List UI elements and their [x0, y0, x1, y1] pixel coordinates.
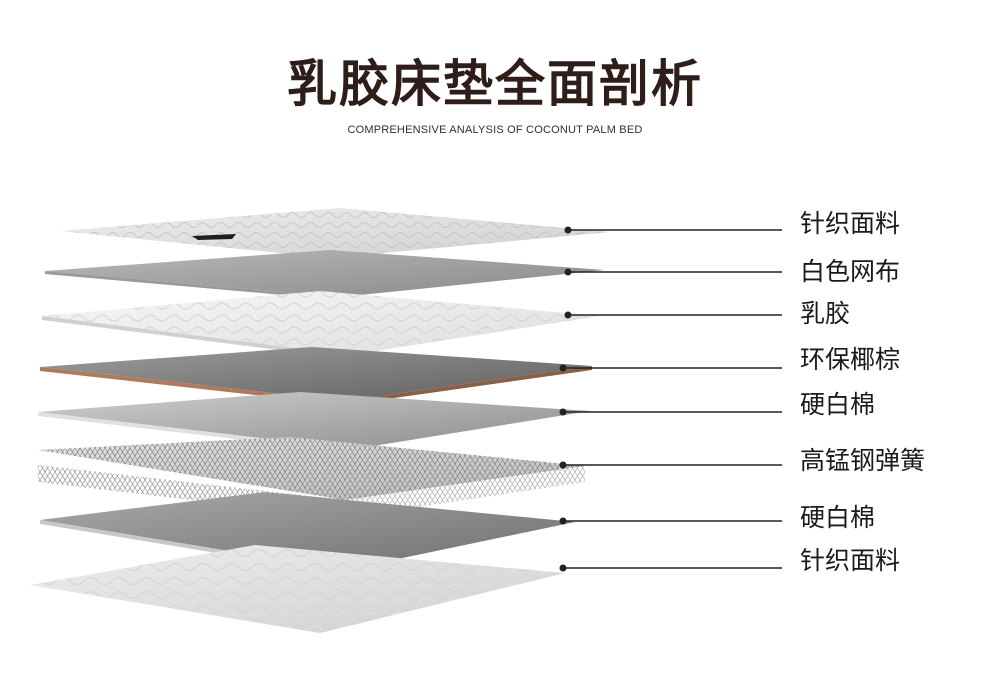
layer-label-white-mesh: 白色网布 — [800, 257, 901, 286]
page-subtitle: COMPREHENSIVE ANALYSIS OF COCONUT PALM B… — [347, 124, 643, 136]
layer-label-hard-cotton-upper: 硬白棉 — [800, 390, 876, 419]
layer-label-hard-cotton-lower: 硬白棉 — [800, 503, 876, 532]
leader-line — [559, 517, 782, 525]
layer-knitted-fabric-bottom — [30, 545, 565, 633]
leader-line — [559, 564, 782, 572]
leader-lines — [559, 226, 782, 572]
leader-line — [564, 226, 782, 234]
leader-line — [559, 364, 782, 372]
layer-label-latex: 乳胶 — [800, 299, 851, 328]
leader-line — [564, 268, 782, 276]
layer-knitted-fabric-top — [60, 208, 610, 258]
page-title: 乳胶床垫全面剖析 — [287, 55, 703, 113]
layer-latex — [42, 291, 600, 359]
layer-label-steel-spring: 高锰钢弹簧 — [800, 446, 926, 475]
layer-label-knitted-fabric-top: 针织面料 — [800, 209, 901, 238]
leader-line — [564, 311, 782, 319]
leader-line — [559, 461, 782, 469]
leader-line — [559, 408, 782, 416]
brand-label-mark — [192, 234, 236, 240]
layer-label-knitted-fabric-bottom: 针织面料 — [800, 546, 901, 575]
layer-white-mesh — [45, 250, 605, 300]
layer-label-coconut-palm: 环保椰棕 — [800, 345, 901, 374]
